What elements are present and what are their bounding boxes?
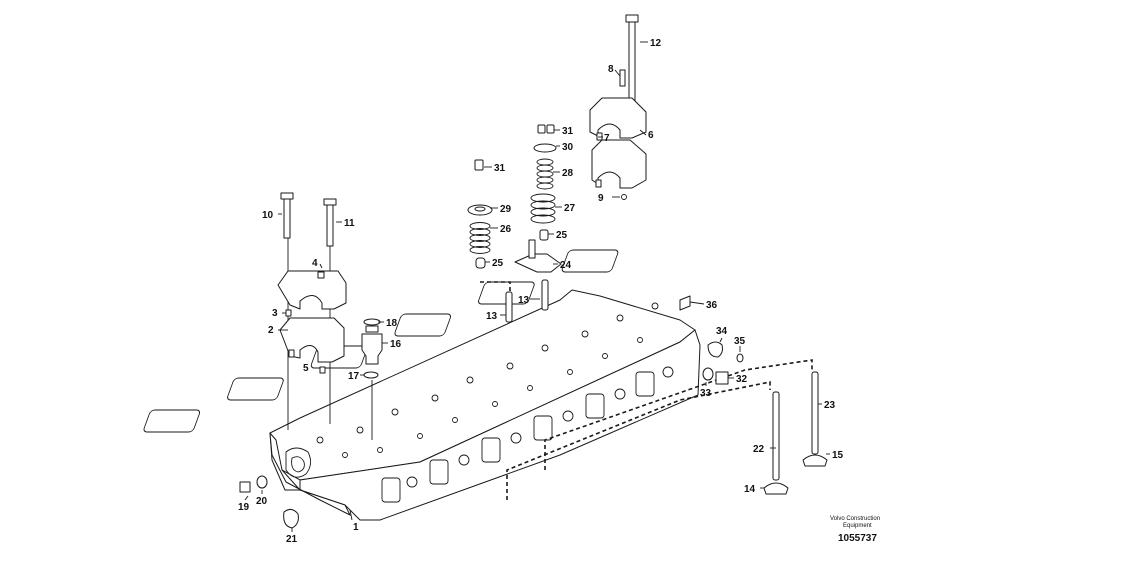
callout-24: 24 xyxy=(560,260,572,271)
callout-33: 33 xyxy=(700,388,712,399)
callout-25b: 25 xyxy=(556,230,568,241)
callout-10: 10 xyxy=(262,210,274,221)
callout-30: 30 xyxy=(562,142,574,153)
callout-1: 1 xyxy=(353,522,359,533)
bearing-cap-left xyxy=(277,192,347,430)
callout-22: 22 xyxy=(753,444,765,455)
callout-23: 23 xyxy=(824,400,836,411)
callout-19: 19 xyxy=(238,502,250,513)
callout-7: 7 xyxy=(604,133,610,144)
bearing-cap-right xyxy=(589,14,647,200)
callout-6: 6 xyxy=(648,130,654,141)
callout-20: 20 xyxy=(256,496,268,507)
head-bolt-holes xyxy=(316,302,659,458)
callout-34: 34 xyxy=(716,326,728,337)
callout-9: 9 xyxy=(598,193,604,204)
side-ports xyxy=(381,366,674,503)
callout-13b: 13 xyxy=(518,295,530,306)
callout-21: 21 xyxy=(286,534,298,545)
callout-31a: 31 xyxy=(494,163,506,174)
callout-4: 4 xyxy=(312,258,318,269)
callout-28: 28 xyxy=(562,168,574,179)
callout-31b: 31 xyxy=(562,126,574,137)
callout-12: 12 xyxy=(650,38,662,49)
drawing-footer: Volvo Construction Equipment 1055737 xyxy=(830,516,880,544)
leader-lines xyxy=(244,41,830,532)
valve-spring-stack-left xyxy=(467,159,493,269)
callout-35: 35 xyxy=(734,336,746,347)
callout-8: 8 xyxy=(608,64,614,75)
callout-3: 3 xyxy=(272,308,278,319)
callout-labels: 1 2 3 4 5 6 7 8 9 10 11 12 13 13 14 15 1… xyxy=(238,38,844,545)
callout-36: 36 xyxy=(706,300,718,311)
brand-line-1: Volvo Construction xyxy=(830,516,880,522)
callout-14: 14 xyxy=(744,484,756,495)
callout-2: 2 xyxy=(268,325,274,336)
callout-17: 17 xyxy=(348,371,360,382)
valve-right xyxy=(802,371,828,467)
callout-26: 26 xyxy=(500,224,512,235)
callout-32: 32 xyxy=(736,374,748,385)
callout-15: 15 xyxy=(832,450,844,461)
callout-13a: 13 xyxy=(486,311,498,322)
callout-25a: 25 xyxy=(492,258,504,269)
injector-group xyxy=(361,318,383,440)
callout-5: 5 xyxy=(303,363,309,374)
callout-11: 11 xyxy=(344,218,355,229)
callout-16: 16 xyxy=(390,339,402,350)
callout-18: 18 xyxy=(386,318,398,329)
valve-left xyxy=(763,391,789,495)
fittings xyxy=(239,295,744,529)
callout-27: 27 xyxy=(564,203,576,214)
brand-line-2: Equipment xyxy=(843,523,872,529)
drawing-number: 1055737 xyxy=(838,533,877,544)
valve-spring-stack-right xyxy=(505,124,562,323)
cylinder-head xyxy=(143,249,701,521)
callout-29: 29 xyxy=(500,204,512,215)
